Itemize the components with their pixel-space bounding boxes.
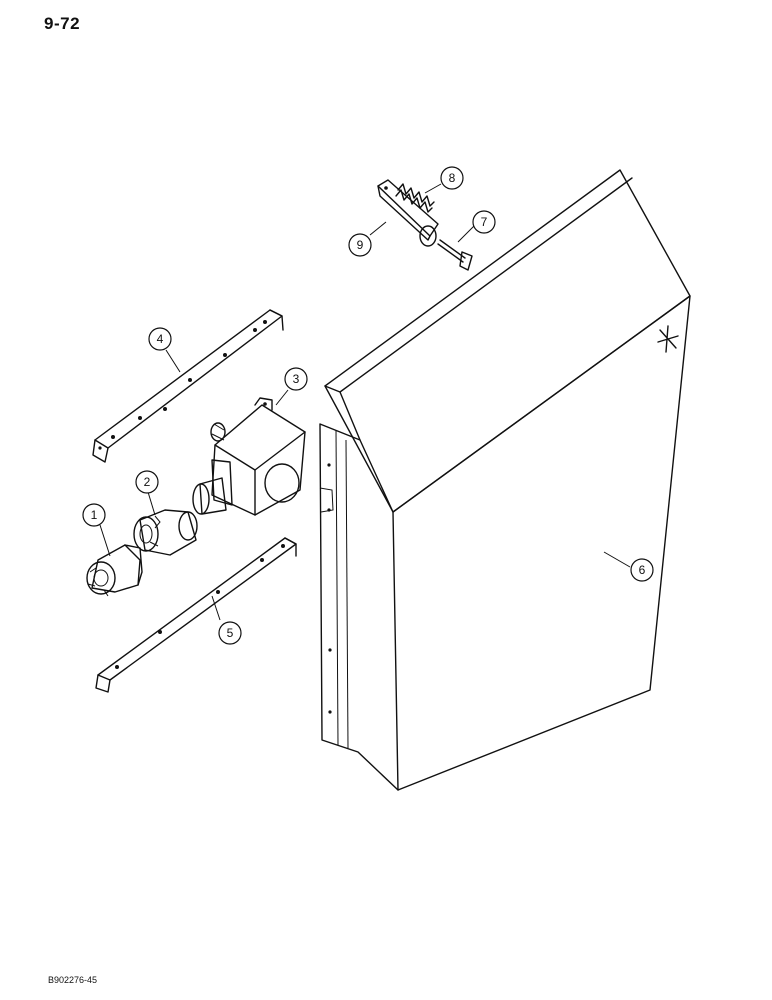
callout-1: 1 <box>82 503 106 527</box>
page-number: 9-72 <box>44 14 81 33</box>
figure-code: B902276-45 <box>48 975 98 985</box>
lower-angle-bracket-drawing <box>95 537 297 693</box>
callout-9-label: 9 <box>357 238 364 252</box>
callout-5: 5 <box>218 621 242 645</box>
callout-7-label: 7 <box>481 215 488 229</box>
callout-4-label: 4 <box>157 332 164 346</box>
callout-9: 9 <box>348 233 372 257</box>
latch-bracket-drawing <box>377 179 439 247</box>
callout-8: 8 <box>440 166 464 190</box>
callout-2-label: 2 <box>144 475 151 489</box>
callout-3-label: 3 <box>293 372 300 386</box>
coupler-hub-drawing <box>86 544 143 597</box>
leader-lines <box>99 183 631 621</box>
hinge-holes <box>327 463 332 714</box>
callout-4: 4 <box>148 327 172 351</box>
callout-8-label: 8 <box>449 171 456 185</box>
shield-cover-drawing <box>319 169 691 791</box>
callout-6: 6 <box>630 558 654 582</box>
callout-1-label: 1 <box>91 508 98 522</box>
callout-7: 7 <box>472 210 496 234</box>
gearbox-drawing <box>192 397 306 516</box>
latch-pin-drawing <box>437 239 473 271</box>
decal-mark <box>657 325 679 353</box>
callout-3: 3 <box>284 367 308 391</box>
callout-6-label: 6 <box>639 563 646 577</box>
callout-2: 2 <box>135 470 159 494</box>
coupler-half-drawing <box>133 509 198 556</box>
callout-5-label: 5 <box>227 626 234 640</box>
spring-drawing <box>395 183 435 213</box>
upper-angle-bracket-drawing <box>92 309 284 463</box>
